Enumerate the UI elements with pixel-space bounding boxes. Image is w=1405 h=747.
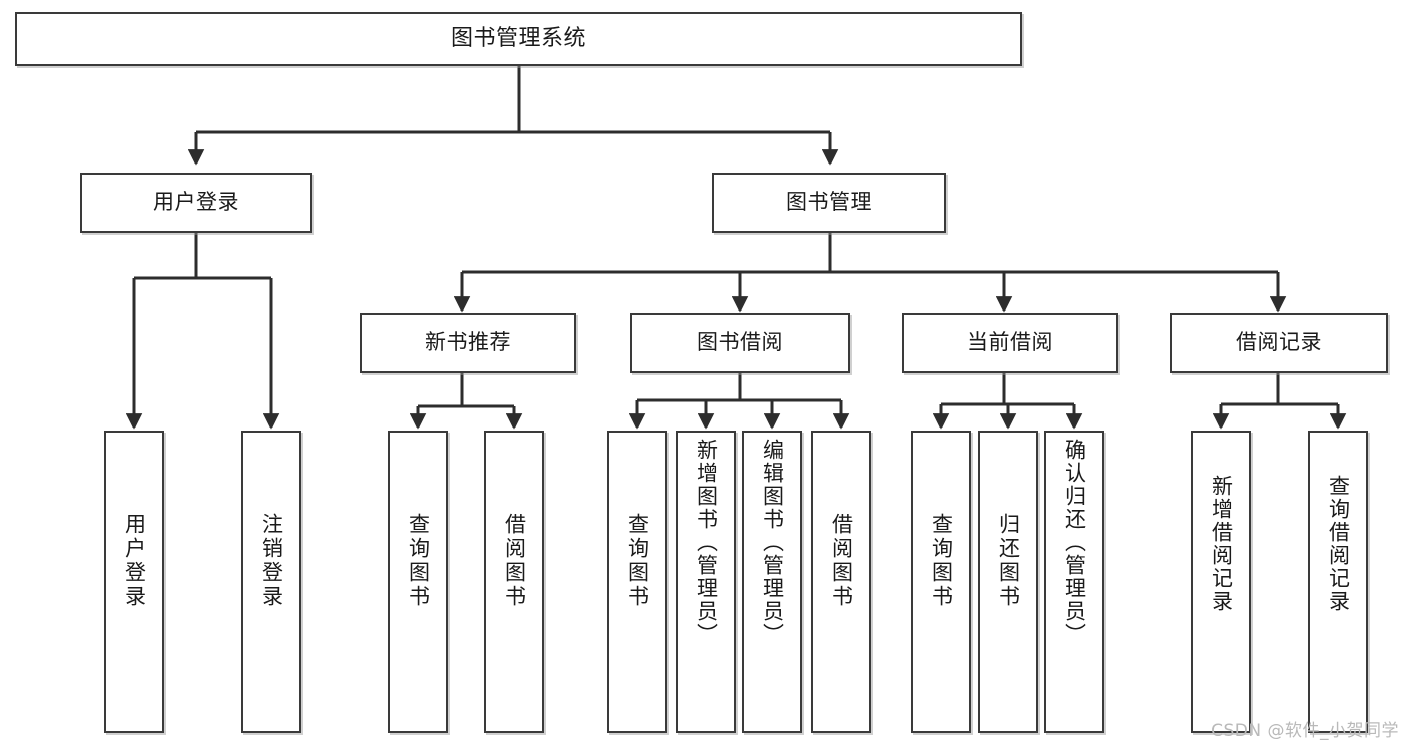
node-user-login[interactable]: 用户登录 — [80, 173, 312, 233]
node-book-management-label: 图书管理 — [786, 190, 872, 215]
node-user-login-label: 用户登录 — [153, 190, 239, 215]
node-leaf-borrow-book-1-label: 借阅图书 — [502, 513, 527, 609]
node-leaf-borrow-book-2[interactable]: 借阅图书 — [811, 431, 871, 733]
node-leaf-return-book-label: 归还图书 — [996, 513, 1021, 609]
node-leaf-add-book-label: 新增图书（管理员） — [694, 439, 719, 646]
node-root[interactable]: 图书管理系统 — [15, 12, 1022, 66]
node-leaf-query-book-2[interactable]: 查询图书 — [607, 431, 667, 733]
node-leaf-query-record-label: 查询借阅记录 — [1326, 475, 1351, 613]
node-leaf-return-book[interactable]: 归还图书 — [978, 431, 1038, 733]
node-leaf-query-record[interactable]: 查询借阅记录 — [1308, 431, 1368, 733]
node-leaf-query-book-3-label: 查询图书 — [929, 513, 954, 609]
node-leaf-add-book[interactable]: 新增图书（管理员） — [676, 431, 736, 733]
node-leaf-add-record-label: 新增借阅记录 — [1209, 475, 1234, 613]
node-leaf-confirm-return[interactable]: 确认归还（管理员） — [1044, 431, 1104, 733]
node-book-management[interactable]: 图书管理 — [712, 173, 946, 233]
node-root-label: 图书管理系统 — [450, 25, 586, 51]
node-leaf-logout-login[interactable]: 注销登录 — [241, 431, 301, 733]
node-leaf-edit-book[interactable]: 编辑图书（管理员） — [742, 431, 802, 733]
node-leaf-logout-login-label: 注销登录 — [259, 513, 284, 609]
node-new-book-recommend[interactable]: 新书推荐 — [360, 313, 576, 373]
node-leaf-query-book-1[interactable]: 查询图书 — [388, 431, 448, 733]
node-current-borrow-label: 当前借阅 — [967, 330, 1053, 355]
node-current-borrow[interactable]: 当前借阅 — [902, 313, 1118, 373]
node-book-borrow[interactable]: 图书借阅 — [630, 313, 850, 373]
node-book-borrow-label: 图书借阅 — [697, 330, 783, 355]
node-leaf-query-book-3[interactable]: 查询图书 — [911, 431, 971, 733]
node-leaf-borrow-book-1[interactable]: 借阅图书 — [484, 431, 544, 733]
node-leaf-borrow-book-2-label: 借阅图书 — [829, 513, 854, 609]
node-leaf-query-book-2-label: 查询图书 — [625, 513, 650, 609]
node-leaf-user-login[interactable]: 用户登录 — [104, 431, 164, 733]
node-new-book-recommend-label: 新书推荐 — [425, 330, 511, 355]
node-leaf-user-login-label: 用户登录 — [122, 513, 147, 609]
node-borrow-record-label: 借阅记录 — [1236, 330, 1322, 355]
node-borrow-record[interactable]: 借阅记录 — [1170, 313, 1388, 373]
csdn-watermark: CSDN @软件_小贺同学 — [1211, 721, 1399, 741]
node-leaf-edit-book-label: 编辑图书（管理员） — [760, 439, 785, 646]
node-leaf-confirm-return-label: 确认归还（管理员） — [1062, 439, 1087, 646]
node-leaf-query-book-1-label: 查询图书 — [406, 513, 431, 609]
node-leaf-add-record[interactable]: 新增借阅记录 — [1191, 431, 1251, 733]
